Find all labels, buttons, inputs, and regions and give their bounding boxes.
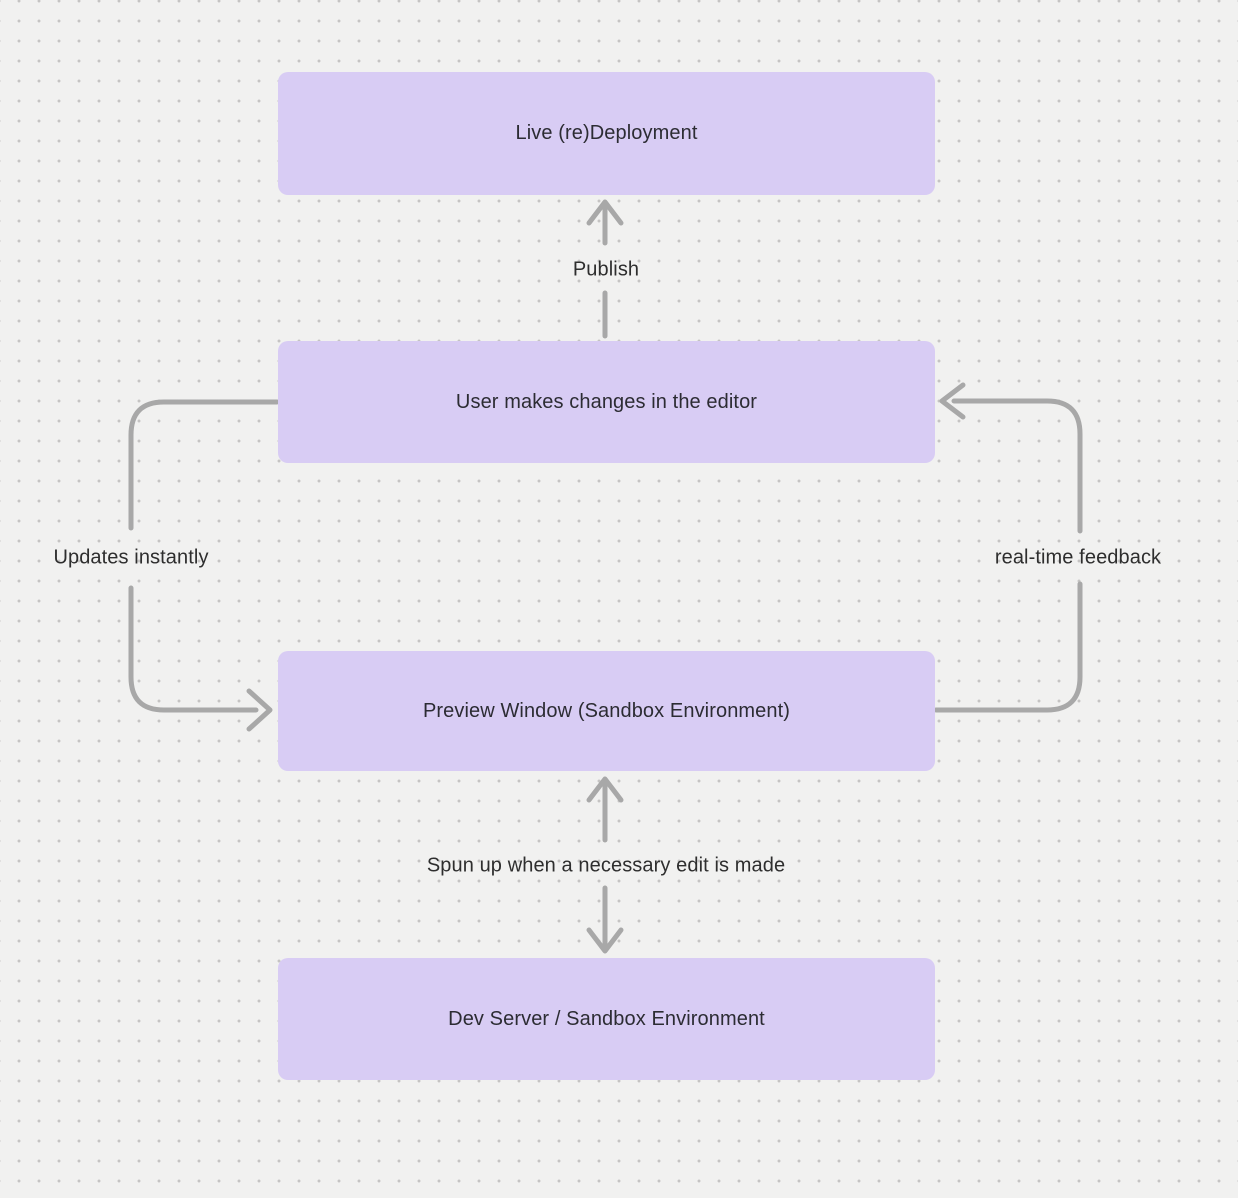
edge-label-realtime-feedback: real-time feedback: [994, 546, 1162, 569]
node-user-changes[interactable]: User makes changes in the editor: [278, 341, 935, 463]
edge-label-spun-up: Spun up when a necessary edit is made: [426, 854, 786, 877]
node-live-redeployment[interactable]: Live (re)Deployment: [278, 72, 935, 195]
node-preview-window[interactable]: Preview Window (Sandbox Environment): [278, 651, 935, 771]
node-label: Dev Server / Sandbox Environment: [448, 1007, 765, 1030]
node-label: Preview Window (Sandbox Environment): [422, 699, 791, 722]
edge-label-publish: Publish: [572, 258, 640, 281]
node-label: Live (re)Deployment: [515, 122, 698, 144]
edge-label-updates-instantly: Updates instantly: [53, 546, 209, 569]
node-dev-server[interactable]: Dev Server / Sandbox Environment: [278, 958, 935, 1080]
node-label: User makes changes in the editor: [455, 390, 758, 413]
